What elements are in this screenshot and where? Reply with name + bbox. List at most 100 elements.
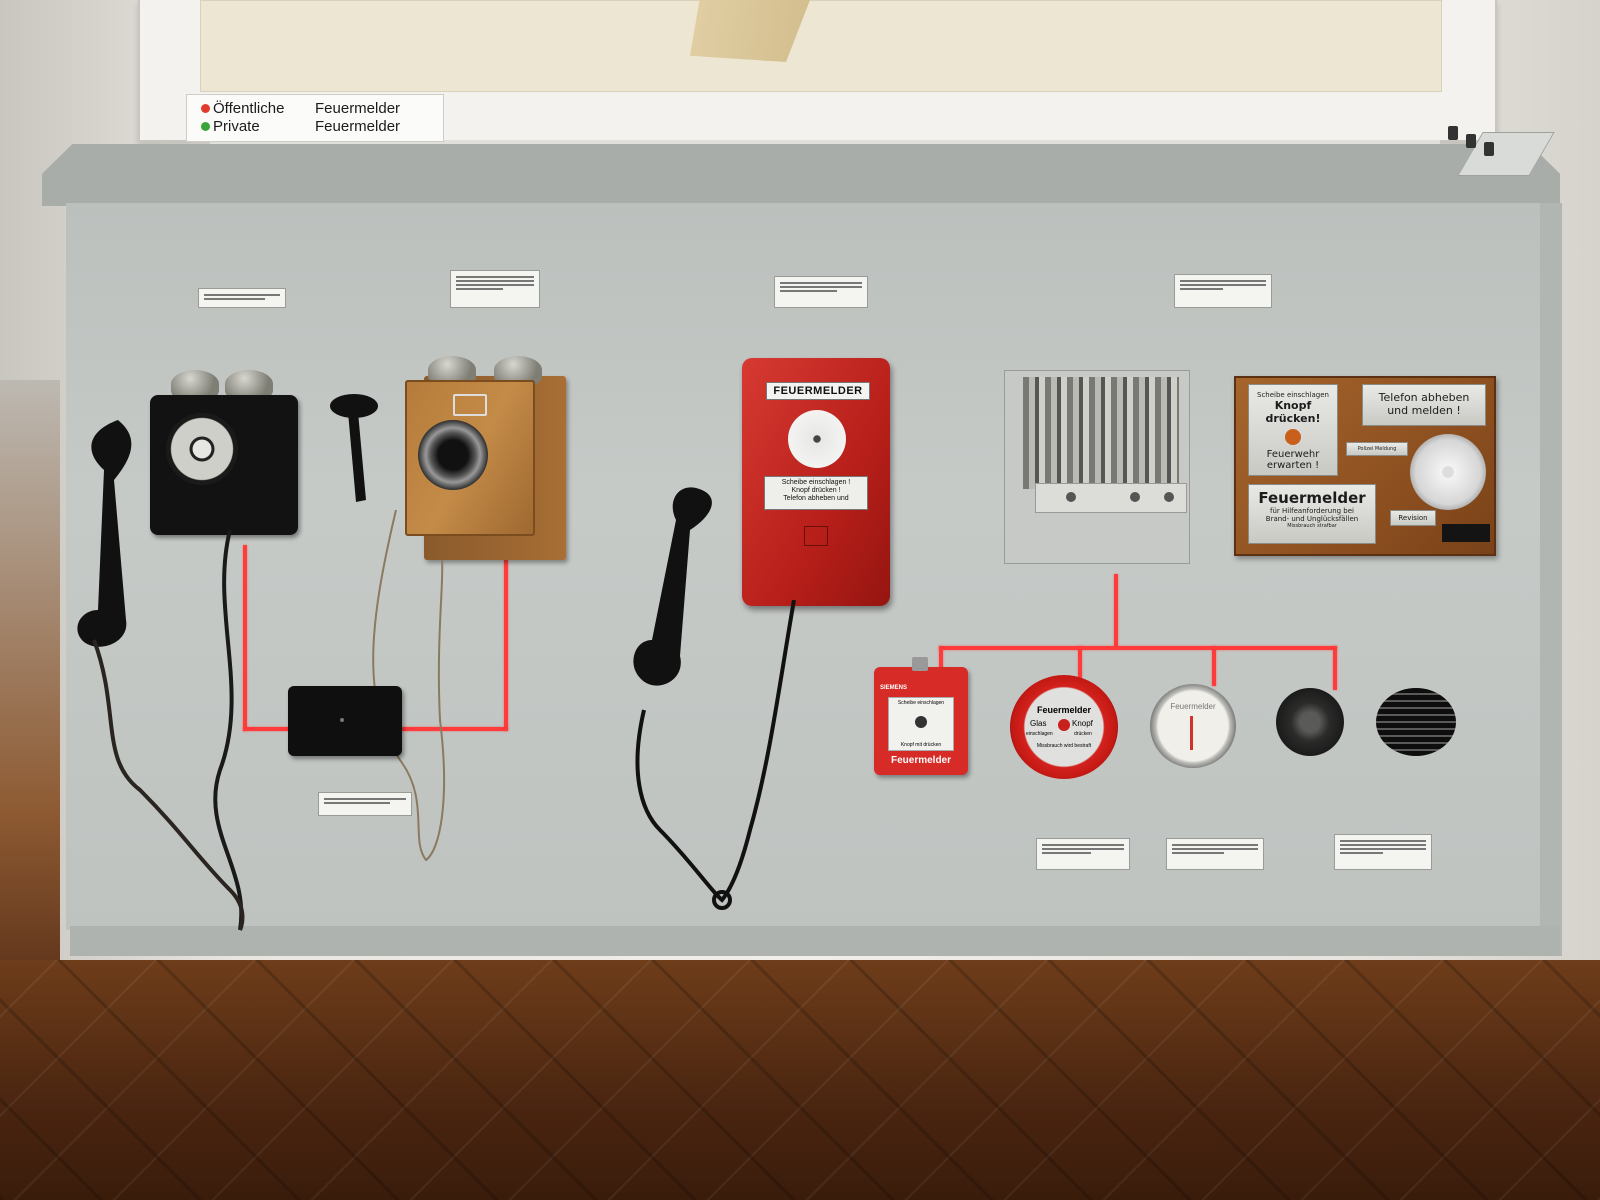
logo-icon: [804, 526, 828, 546]
switch-icon: [1484, 142, 1494, 156]
handset-icon: [633, 487, 712, 686]
red-wire: [504, 560, 508, 731]
device-text: drücken: [1074, 731, 1092, 737]
rotary-dial-icon: [166, 413, 238, 485]
board-top: [42, 144, 1560, 206]
terminal-icon: [912, 657, 928, 671]
nameplate-icon: [453, 394, 487, 416]
plate-text: Scheibe einschlagen: [1257, 391, 1329, 399]
plate-text: für Hilfeanforderung bei: [1269, 507, 1355, 515]
plate-text: Telefon abheben: [1378, 391, 1470, 404]
device-label: Feuermelder: [1036, 705, 1092, 715]
map-region: [690, 0, 810, 62]
relay-unit-icon: [1023, 377, 1179, 489]
device-label: Feuermelder: [890, 755, 952, 766]
device-text: Missbrauch wird bestraft: [1036, 743, 1092, 749]
siemens-manual-call-point: SIEMENS Scheibe einschlagen Knopf mit dr…: [874, 657, 968, 775]
phone-cord-icon: [635, 600, 796, 910]
plate-text: Feuermelder: [1258, 489, 1366, 507]
device-label: Feuermelder: [1170, 702, 1216, 711]
switch-icon: [1448, 126, 1458, 140]
map: [200, 0, 1442, 92]
red-wire: [1078, 646, 1082, 678]
legend-row-public: Öffentliche Feuermelder: [201, 100, 401, 117]
placard: [1334, 834, 1432, 870]
plate-text: Knopf drücken!: [1265, 399, 1321, 425]
plate-call-instructions: Telefon abheben und melden !: [1362, 384, 1486, 426]
red-wire: [1190, 716, 1193, 750]
fire-alarm-sign-board: Scheibe einschlagen Knopf drücken! Feuer…: [1234, 376, 1496, 556]
glass-button-icon: [788, 410, 846, 468]
red-wire: [243, 727, 293, 731]
button-icon: [915, 716, 927, 728]
red-wire: [1114, 574, 1118, 648]
placard: [450, 270, 540, 308]
red-wire: [1333, 646, 1337, 690]
plate-text: Brand- und Unglücksfällen: [1265, 515, 1359, 523]
instruction-line: Knopf drücken !: [791, 487, 841, 494]
plate-text: erwarten !: [1266, 460, 1320, 471]
board-side: [1540, 203, 1562, 956]
instruction-plate: Scheibe einschlagen ! Knopf drücken ! Te…: [764, 476, 868, 510]
fire-alarm-telephone-box: FEUERMELDER Scheibe einschlagen ! Knopf …: [742, 358, 890, 606]
placard: [198, 288, 286, 308]
red-wire: [243, 545, 247, 731]
red-dot-icon: [201, 104, 210, 113]
placard: [1174, 274, 1272, 308]
box-title: FEUERMELDER: [766, 382, 870, 400]
device-text: einschlagen: [1026, 731, 1053, 737]
switch-icon: [1466, 134, 1476, 148]
board-base: [70, 926, 1560, 956]
green-dot-icon: [201, 122, 210, 131]
legend-card: Öffentliche Feuermelder Private Feuermel…: [186, 94, 444, 142]
automatic-detector: [1276, 688, 1344, 756]
parquet-floor: [0, 960, 1600, 1200]
glass-window: Scheibe einschlagen Knopf mit drücken: [888, 697, 954, 751]
plate-text: Feuerwehr: [1266, 449, 1320, 460]
button-icon: [1058, 719, 1070, 731]
placard: [318, 792, 412, 816]
side-cabinet: [0, 380, 60, 1000]
smoke-detector-grille: [1376, 688, 1456, 756]
legend-private-label: Private: [213, 118, 260, 135]
bells-icon: [167, 370, 277, 398]
handset-icon: [77, 420, 132, 647]
device-text: Glas: [1030, 719, 1047, 728]
window-text: Knopf mit drücken: [900, 742, 942, 748]
phone-cord-icon: [372, 509, 446, 862]
black-plate: [1442, 524, 1490, 542]
rotary-wall-telephone: [150, 395, 298, 535]
red-wire: [1212, 646, 1216, 686]
glass-manual-call-point: Feuermelder: [1150, 684, 1236, 768]
placard: [1036, 838, 1130, 870]
legend-public-type: Feuermelder: [315, 100, 401, 117]
placard: [1166, 838, 1264, 870]
brand-label: SIEMENS: [880, 685, 908, 691]
bells-icon: [424, 356, 554, 384]
legend-row-private: Private Feuermelder: [201, 118, 401, 135]
plate-small: Revision: [1390, 510, 1436, 526]
instruction-line: Telefon abheben und: [783, 495, 849, 502]
placard: [774, 276, 868, 308]
legend-public-label: Öffentliche: [213, 100, 285, 117]
device-text: Knopf: [1072, 719, 1093, 728]
red-wire: [939, 646, 943, 672]
plate-push-button: Scheibe einschlagen Knopf drücken! Feuer…: [1248, 384, 1338, 476]
mouthpiece-icon: [418, 420, 488, 490]
plate-text: und melden !: [1387, 404, 1461, 417]
red-wire: [400, 727, 508, 731]
red-wire: [939, 646, 1337, 650]
instruction-line: Scheibe einschlagen !: [781, 479, 851, 486]
plate-text: Missbrauch strafbar: [1287, 523, 1337, 529]
plate-fire-alarm: Feuermelder für Hilfeanforderung bei Bra…: [1248, 484, 1376, 544]
junction-box: [288, 686, 402, 756]
terminal-strip: [1035, 483, 1187, 513]
legend-private-type: Feuermelder: [315, 118, 401, 135]
button-icon: [1285, 429, 1301, 445]
window-text: Scheibe einschlagen: [897, 700, 945, 706]
relay-panel: [1004, 370, 1190, 564]
disc-icon: [1410, 434, 1486, 510]
plate-small: Polizei Meldung: [1346, 442, 1408, 456]
earpiece-icon: [330, 394, 378, 502]
phone-cord-icon: [92, 530, 245, 931]
